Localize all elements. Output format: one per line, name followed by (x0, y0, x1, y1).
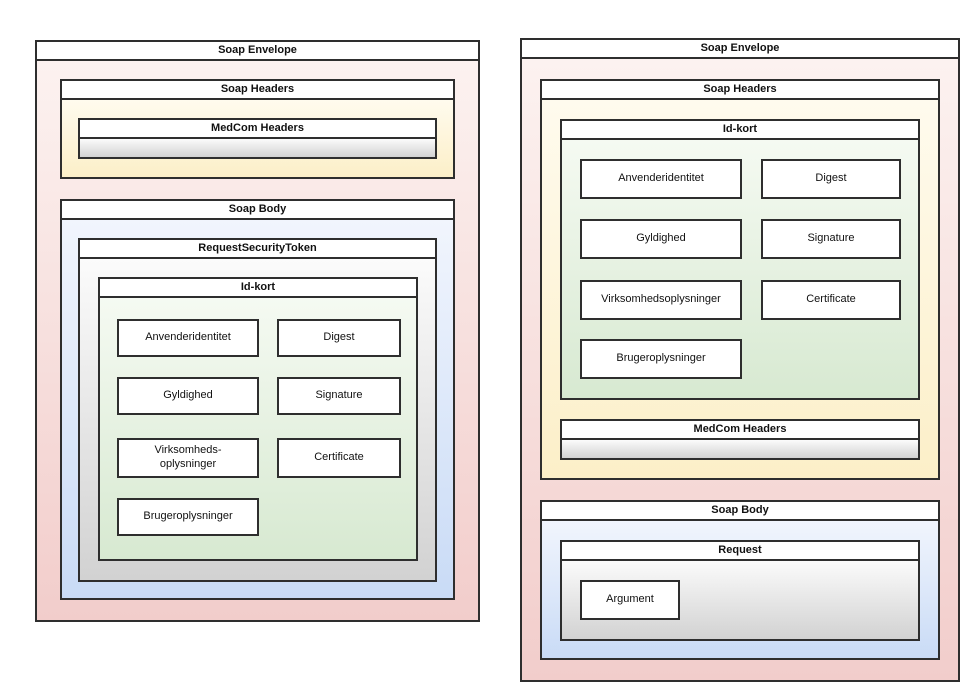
request-security-token-body: Id-kort Anvenderidentitet Digest Gyldigh… (80, 259, 435, 580)
right-field-gyldighed: Gyldighed (580, 219, 742, 259)
right-soap-envelope-title: Soap Envelope (522, 40, 958, 59)
request-security-token-panel: RequestSecurityToken Id-kort Anvenderide… (78, 238, 437, 582)
right-idcard-body: Anvenderidentitet Digest Gyldighed Signa… (562, 140, 918, 398)
right-field-anvenderidentitet: Anvenderidentitet (580, 159, 742, 199)
request-security-token-title: RequestSecurityToken (80, 240, 435, 259)
left-idcard-title: Id-kort (100, 279, 416, 298)
left-medcom-headers-title: MedCom Headers (80, 120, 435, 139)
right-soap-headers-body: Id-kort Anvenderidentitet Digest Gyldigh… (542, 100, 938, 478)
right-soap-body-content: Request Argument (542, 521, 938, 658)
request-panel: Request Argument (560, 540, 920, 641)
right-soap-body-panel: Soap Body Request Argument (540, 500, 940, 660)
left-field-signature: Signature (277, 377, 401, 415)
right-medcom-headers-title: MedCom Headers (562, 421, 918, 440)
right-medcom-headers-content-strip (562, 440, 918, 458)
right-field-brugeroplysninger: Brugeroplysninger (580, 339, 742, 379)
right-field-digest: Digest (761, 159, 901, 199)
left-soap-body-content: RequestSecurityToken Id-kort Anvenderide… (62, 220, 453, 598)
right-soap-headers-title: Soap Headers (542, 81, 938, 100)
left-soap-headers-panel: Soap Headers MedCom Headers (60, 79, 455, 179)
right-field-virksomhedsoplysninger: Virksomhedsoplysninger (580, 280, 742, 320)
left-soap-envelope-title: Soap Envelope (37, 42, 478, 61)
left-soap-headers-title: Soap Headers (62, 81, 453, 100)
left-medcom-headers-content-strip (80, 139, 435, 157)
right-soap-body-title: Soap Body (542, 502, 938, 521)
left-field-certificate: Certificate (277, 438, 401, 478)
left-field-digest: Digest (277, 319, 401, 357)
left-idcard-panel: Id-kort Anvenderidentitet Digest Gyldigh… (98, 277, 418, 561)
right-medcom-headers-panel: MedCom Headers (560, 419, 920, 460)
right-idcard-title: Id-kort (562, 121, 918, 140)
left-field-gyldighed: Gyldighed (117, 377, 259, 415)
left-field-brugeroplysninger: Brugeroplysninger (117, 498, 259, 536)
right-soap-headers-panel: Soap Headers Id-kort Anvenderidentitet D… (540, 79, 940, 480)
left-soap-envelope-panel: Soap Envelope Soap Headers MedCom Header… (35, 40, 480, 622)
left-soap-headers-body: MedCom Headers (62, 100, 453, 177)
right-soap-envelope-body: Soap Headers Id-kort Anvenderidentitet D… (522, 59, 958, 680)
right-soap-envelope-panel: Soap Envelope Soap Headers Id-kort Anven… (520, 38, 960, 682)
request-title: Request (562, 542, 918, 561)
request-body: Argument (562, 561, 918, 639)
right-field-certificate: Certificate (761, 280, 901, 320)
right-idcard-panel: Id-kort Anvenderidentitet Digest Gyldigh… (560, 119, 920, 400)
left-field-anvenderidentitet: Anvenderidentitet (117, 319, 259, 357)
left-soap-body-title: Soap Body (62, 201, 453, 220)
right-field-signature: Signature (761, 219, 901, 259)
left-idcard-body: Anvenderidentitet Digest Gyldighed Signa… (100, 298, 416, 559)
left-soap-envelope-body: Soap Headers MedCom Headers Soap Body Re… (37, 61, 478, 620)
argument-box: Argument (580, 580, 680, 620)
left-field-virksomhedsoplysninger: Virksomheds- oplysninger (117, 438, 259, 478)
left-medcom-headers-panel: MedCom Headers (78, 118, 437, 159)
left-soap-body-panel: Soap Body RequestSecurityToken Id-kort A… (60, 199, 455, 600)
